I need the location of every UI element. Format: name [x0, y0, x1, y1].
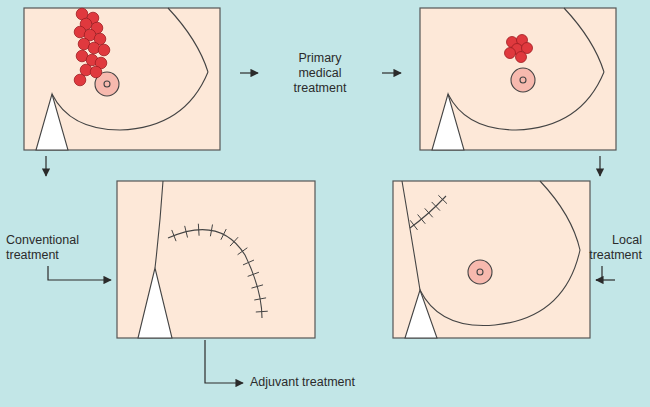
panel	[117, 181, 315, 338]
flow-arrow	[45, 156, 46, 176]
flow-arrow	[48, 266, 111, 280]
flow-arrow	[599, 156, 600, 176]
tumour-dot	[505, 48, 516, 59]
tumour-dot	[98, 44, 110, 56]
armpit	[405, 290, 437, 338]
breast-outline	[540, 181, 580, 250]
panel	[420, 8, 616, 150]
nipple	[511, 68, 535, 92]
step-label: Conventional treatment	[6, 233, 90, 263]
tumour-dot	[90, 66, 102, 78]
breast-outline	[168, 8, 208, 72]
scar	[410, 196, 446, 228]
flow-arrow	[240, 72, 258, 73]
breast-outline	[564, 8, 604, 72]
tumour-dot	[80, 64, 92, 76]
nipple	[477, 269, 483, 275]
suture-tick	[425, 208, 433, 217]
suture-tick	[172, 230, 176, 241]
suture-tick	[221, 229, 226, 240]
suture-tick	[432, 202, 440, 211]
suture-tick	[410, 220, 417, 230]
suture-tick	[243, 260, 254, 265]
nipple	[468, 260, 492, 284]
suture-tick	[251, 285, 263, 288]
suture-tick	[198, 224, 200, 236]
armpit	[138, 268, 172, 338]
suture-tick	[185, 226, 188, 238]
suture-tick	[254, 298, 266, 300]
suture-tick	[248, 272, 259, 276]
nipple	[520, 77, 526, 83]
breast-outline	[420, 250, 580, 326]
body-outline	[402, 181, 420, 290]
breast-outline	[448, 72, 604, 130]
armpit	[432, 94, 464, 150]
flow-arrow	[205, 340, 243, 383]
armpit	[36, 94, 68, 150]
scar	[168, 230, 262, 318]
suture-tick	[238, 248, 248, 255]
flow-arrow	[596, 266, 602, 280]
tumour-dot	[88, 42, 100, 54]
suture-tick	[418, 215, 426, 224]
step-label: Adjuvant treatment	[250, 375, 380, 390]
flow-arrow	[596, 279, 615, 280]
step-label: Primary medical treatment	[289, 51, 351, 96]
nipple	[104, 81, 110, 87]
panel	[393, 181, 590, 338]
suture-tick	[256, 311, 268, 313]
panel	[24, 8, 220, 150]
breast-outline	[52, 72, 208, 130]
tumour-dot	[74, 74, 86, 86]
body-outline	[155, 181, 163, 268]
suture-tick	[230, 237, 238, 246]
suture-tick	[438, 195, 447, 203]
suture-tick	[210, 224, 212, 236]
step-label: Local treatment	[576, 233, 642, 263]
flow-arrow	[382, 72, 401, 73]
tumour-dot	[516, 52, 527, 63]
